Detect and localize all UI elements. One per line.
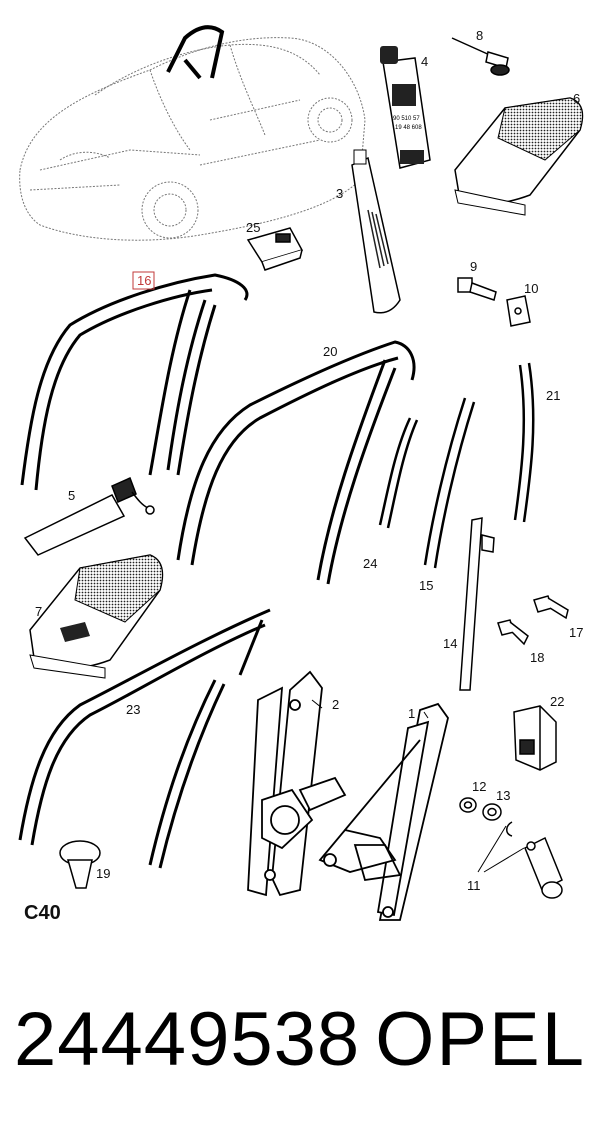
section-code: C40 (24, 902, 61, 924)
part-11-crank-handle (506, 821, 563, 899)
part-number: 24449538 (14, 997, 361, 1082)
leader-lines (311, 699, 525, 873)
tube-label-line-2: 19 48 608 (395, 125, 422, 131)
callout-23: 23 (126, 702, 140, 717)
parts-diagram: 90 510 57 19 48 608 (18, 25, 584, 921)
callout-5: 5 (68, 488, 75, 503)
brand-name: OPEL (375, 997, 586, 1082)
part-6-module (454, 97, 584, 216)
part-24-strip (378, 417, 419, 529)
part-22-housing (513, 705, 557, 771)
callout-3: 3 (336, 186, 343, 201)
callout-15: 15 (419, 578, 433, 593)
part-3-cartridge (351, 149, 401, 314)
part-9-screw (457, 277, 497, 301)
part-13-washer (482, 803, 502, 821)
vehicle-outline (19, 37, 366, 241)
callout-17: 17 (569, 625, 583, 640)
part-17-bolt (533, 595, 569, 620)
callout-6: 6 (573, 91, 580, 106)
callout-25: 25 (246, 220, 260, 235)
part-7-module (29, 554, 164, 679)
callout-16: 16 (137, 273, 151, 288)
part-19-clip (59, 840, 101, 889)
part-25-clip (246, 227, 304, 271)
callout-9: 9 (470, 259, 477, 274)
part-23-front-seal (18, 608, 271, 869)
callout-20: 20 (323, 344, 337, 359)
part-2-regulator (247, 670, 347, 897)
part-8-rivet (451, 37, 510, 76)
callout-14: 14 (443, 636, 457, 651)
callout-13: 13 (496, 788, 510, 803)
part-21-strip (513, 362, 535, 523)
callout-21: 21 (546, 388, 560, 403)
callout-1: 1 (408, 706, 415, 721)
callout-12: 12 (472, 779, 486, 794)
callout-7: 7 (35, 604, 42, 619)
part-10-nut-plate (506, 295, 531, 327)
part-20-rear-seal (176, 340, 416, 585)
callout-22: 22 (550, 694, 564, 709)
callout-24: 24 (363, 556, 377, 571)
callout-11: 11 (467, 878, 481, 893)
callout-19: 19 (96, 866, 110, 881)
callout-16-box (132, 271, 155, 290)
tube-label-line-1: 90 510 57 (393, 116, 420, 122)
part-14-rail (459, 517, 495, 691)
part-12-bushing (459, 797, 477, 813)
highlighted-window-frame (166, 25, 225, 80)
part-15-channel (423, 397, 476, 569)
part-1-regulator (318, 702, 449, 921)
footer: 24449538 OPEL (0, 995, 600, 1085)
callout-2: 2 (332, 697, 339, 712)
part-5-applicator (23, 476, 155, 556)
part-18-bolt (497, 619, 529, 646)
callout-10: 10 (524, 281, 538, 296)
part-4-sealant-tube: 90 510 57 19 48 608 (380, 46, 431, 169)
callout-8: 8 (476, 28, 483, 43)
callout-4: 4 (421, 54, 428, 69)
part-16-window-seal (20, 273, 249, 491)
callout-18: 18 (530, 650, 544, 665)
